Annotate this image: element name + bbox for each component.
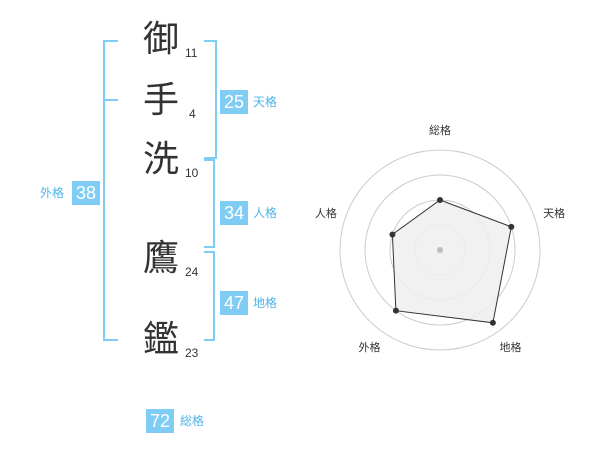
stroke-count-2: 4 — [189, 107, 196, 121]
chikaku-value-badge: 47 — [220, 291, 248, 315]
radar-ring-3 — [364, 174, 516, 326]
name-char-2: 手 — [142, 80, 179, 121]
radar-axis-label-2: 天格 — [543, 206, 565, 220]
jinkaku-bracket — [204, 159, 215, 248]
radar-point-2 — [508, 223, 515, 230]
name-char-1: 御 — [142, 19, 179, 60]
name-char-3: 洗 — [142, 139, 179, 180]
jinkaku-label: 人格 — [253, 206, 278, 220]
tenkaku-label: 天格 — [253, 95, 278, 109]
tenkaku-bracket — [204, 40, 217, 159]
stroke-count-5: 23 — [185, 346, 199, 360]
radar-point-4 — [392, 307, 399, 314]
radar-point-3 — [489, 319, 496, 326]
tenkaku-value-badge: 25 — [220, 90, 248, 114]
radar-axis-label-3: 地格 — [500, 340, 522, 354]
stroke-count-1: 11 — [185, 46, 198, 60]
radar-axis-label-1: 総格 — [429, 123, 451, 137]
soukaku-value-badge: 72 — [146, 409, 174, 433]
radar-axis-label-5: 人格 — [315, 206, 337, 220]
stroke-count-3: 10 — [185, 166, 199, 180]
soukaku-label: 総格 — [180, 414, 205, 428]
gaikaku-label: 外格 — [40, 186, 65, 200]
radar-axis-label-4: 外格 — [359, 340, 381, 354]
jinkaku-value-badge: 34 — [220, 201, 248, 225]
radar-area — [391, 199, 512, 324]
radar-center-dot — [437, 247, 443, 253]
gaikaku-value-badge: 38 — [72, 181, 100, 205]
radar-points — [389, 197, 515, 326]
stroke-count-4: 24 — [185, 265, 199, 279]
gaikaku-bracket — [103, 40, 118, 341]
radar-point-1 — [437, 197, 443, 203]
chikaku-bracket — [204, 251, 215, 341]
radar-point-5 — [389, 231, 396, 238]
chikaku-label: 地格 — [253, 296, 278, 310]
radar-ring-4 — [339, 149, 541, 351]
name-char-5: 鑑 — [142, 319, 179, 360]
name-char-4: 鷹 — [142, 238, 179, 279]
